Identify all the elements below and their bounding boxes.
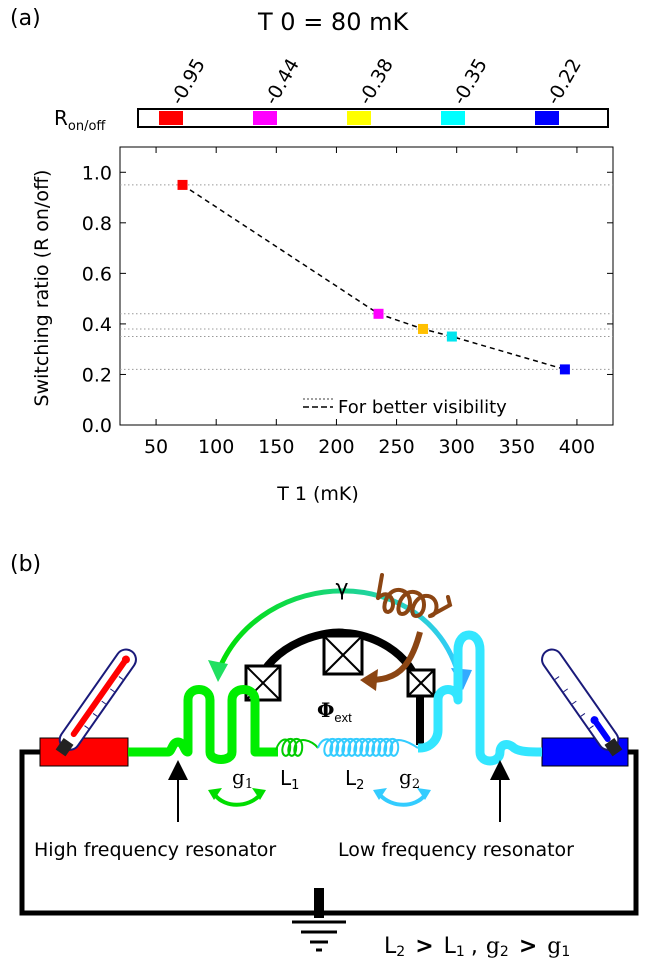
- josephson-junction-center: [322, 634, 364, 676]
- ron-swatches: [159, 111, 559, 125]
- gamma-arrowhead-left: [208, 660, 228, 682]
- switching-ratio-chart: 50 100 150 200 250 300 350 400 0.0 0.2 0.4 0.6 0.8 1…: [31, 146, 614, 505]
- ron-swatch: [347, 111, 371, 125]
- l1-label: L1: [280, 766, 299, 793]
- y-tick-label: 0.6: [82, 263, 112, 285]
- x-tick-label: 150: [258, 436, 294, 458]
- y-tick-label: 0.8: [82, 213, 112, 235]
- flux-coil-icon: [376, 573, 453, 619]
- x-tick-label: 300: [439, 436, 475, 458]
- josephson-junction-left: [244, 664, 282, 702]
- x-axis-label: T 1 (mK): [276, 483, 359, 505]
- inductor-l1: [275, 738, 319, 757]
- ron-bar-label: Ron/off: [54, 106, 106, 134]
- g2-arrowhead-left: [373, 788, 387, 800]
- hot-reservoir: [39, 737, 129, 767]
- ron-swatch: [159, 111, 183, 125]
- flux-arrow: [369, 631, 423, 683]
- panel-b-label: (b): [10, 552, 42, 577]
- ron-tick-label: -0.22: [542, 55, 586, 109]
- data-point: [559, 364, 570, 375]
- josephson-junction-right: [406, 668, 436, 698]
- ron-swatch: [441, 111, 465, 125]
- g2-arrow: [378, 793, 427, 807]
- y-axis-ticks: 0.0 0.2 0.4 0.6 0.8 1.0: [82, 162, 613, 437]
- y-tick-label: 0.2: [82, 364, 112, 386]
- cold-thermometer-icon: [541, 648, 623, 757]
- y-tick-label: 1.0: [82, 162, 112, 184]
- ground-post: [314, 888, 324, 918]
- g1-arrow: [213, 793, 262, 807]
- flux-arrowhead: [360, 669, 378, 691]
- g1-arrowhead-right: [252, 788, 266, 800]
- data-points: [177, 179, 570, 375]
- x-tick-label: 100: [198, 436, 234, 458]
- y-axis-label: Switching ratio (R on/off): [31, 170, 53, 407]
- y-tick-label: 0.0: [82, 415, 112, 437]
- ground-icon: [292, 920, 346, 952]
- legend-text: For better visibility: [338, 397, 507, 418]
- x-tick-label: 250: [378, 436, 414, 458]
- data-point: [177, 179, 188, 190]
- t0-title: T 0 = 80 mK: [258, 8, 409, 36]
- low-frequency-resonator: [415, 630, 543, 766]
- y-tick-label: 0.4: [82, 314, 112, 336]
- l2-label: L2: [345, 766, 364, 793]
- data-point: [373, 308, 384, 319]
- relation-text: L2>L1,g2>g1: [384, 934, 570, 960]
- circuit-diagram: γ Φext: [19, 573, 639, 960]
- x-tick-label: 200: [318, 436, 354, 458]
- data-point: [446, 331, 457, 342]
- g1-arrowhead-left: [208, 788, 222, 800]
- phi-ext-label: Φext: [317, 698, 352, 725]
- x-axis-ticks: 50 100 150 200 250 300 350 400: [144, 147, 595, 458]
- ron-tick-label: -0.44: [260, 55, 304, 109]
- ron-tick-label: -0.35: [448, 55, 492, 109]
- high-frequency-resonator: [128, 685, 278, 764]
- panel-a-label: (a): [10, 6, 41, 31]
- trend-line: [182, 184, 566, 371]
- g2-arrowhead-right: [417, 788, 431, 800]
- x-tick-label: 350: [499, 436, 535, 458]
- x-tick-label: 400: [559, 436, 595, 458]
- ron-swatch: [253, 111, 277, 125]
- gamma-label: γ: [335, 576, 348, 601]
- outer-wire-left: [19, 749, 318, 916]
- reference-lines: [120, 184, 613, 370]
- high-frequency-resonator-label: High frequency resonator: [34, 839, 276, 861]
- hot-thermometer-icon: [55, 648, 137, 757]
- x-tick-label: 50: [144, 436, 168, 458]
- gamma-arc: [215, 588, 463, 681]
- ron-bar-group: Ron/off -0.95 -0.44 -0.38 -0.35 -0.22: [54, 55, 609, 134]
- data-point: [418, 323, 429, 334]
- ron-tick-label: -0.38: [354, 55, 398, 109]
- outer-wire-right: [318, 749, 639, 916]
- ron-tick-label: -0.95: [166, 55, 210, 109]
- ron-tick-labels: -0.95 -0.44 -0.38 -0.35 -0.22: [166, 55, 586, 109]
- g2-label: g2: [399, 765, 420, 792]
- low-frequency-resonator-label: Low frequency resonator: [338, 839, 574, 861]
- inductor-l2: [317, 738, 419, 757]
- ron-swatch: [535, 111, 559, 125]
- plot-frame: [119, 146, 614, 426]
- g1-label: g1: [232, 765, 253, 792]
